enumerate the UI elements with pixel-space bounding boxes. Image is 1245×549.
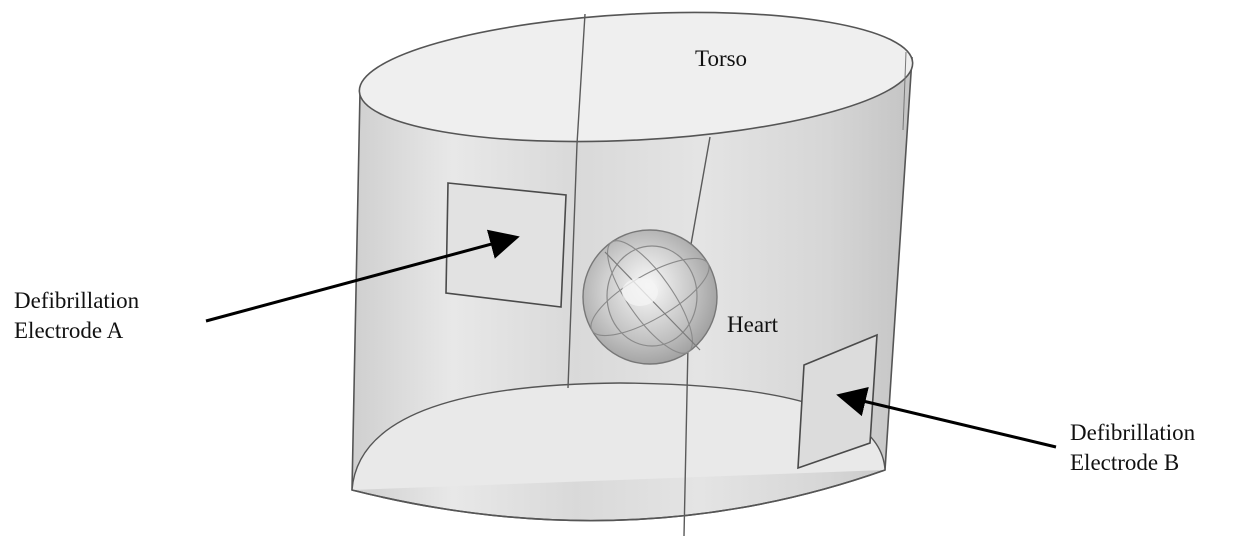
arrow-electrode-b [836, 386, 1057, 449]
arrow-electrode-a [205, 229, 520, 323]
heart-label: Heart [727, 312, 779, 337]
heart-sphere [582, 229, 718, 365]
seam-line-right-top [902, 51, 907, 131]
torso-top-ellipse [358, 11, 914, 143]
electrode-b-label: Defibrillation Electrode B [1070, 418, 1195, 478]
electrode-a-label: Defibrillation Electrode A [14, 286, 139, 346]
torso-label: Torso [695, 46, 748, 71]
seam-line-left [567, 13, 586, 389]
electrode-b-label-line2: Electrode B [1070, 450, 1180, 475]
electrode-a-label-line1: Defibrillation [14, 288, 140, 313]
electrode-a-plate [445, 182, 567, 308]
electrode-b-label-line1: Defibrillation [1070, 420, 1196, 445]
torso-bottom-front [351, 469, 886, 522]
electrode-a-label-line2: Electrode A [14, 318, 124, 343]
